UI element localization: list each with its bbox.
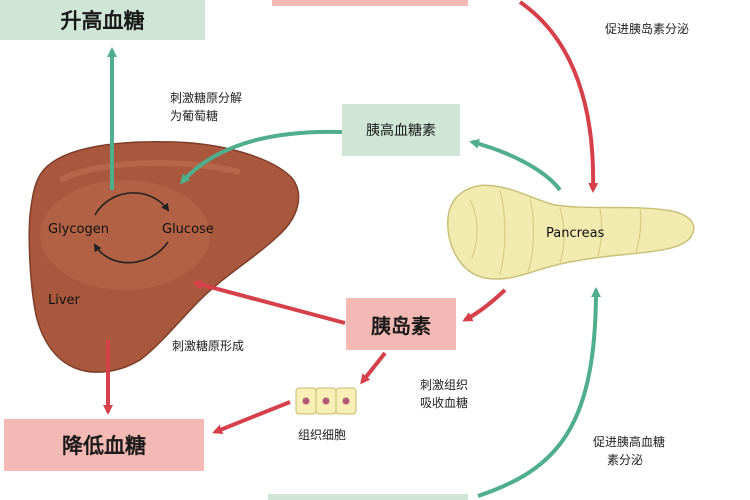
arrow-pancreas-to-insulin [462,288,507,322]
bottom-partial-box [268,494,468,500]
arrow-insulin-to-cells [360,351,387,385]
raise-glucose-box: 升高血糖 [0,0,205,40]
top-partial-box [272,0,468,6]
tissue-cells-label: 组织细胞 [298,428,347,442]
lower-glucose-box: 降低血糖 [4,419,204,471]
liver-text: Liver [48,293,80,308]
promote-glucagon-line2: 素分泌 [607,453,644,467]
promote-insulin-label: 促进胰岛素分泌 [605,22,690,36]
arrow-bottom-to-pancreas [477,287,601,498]
arrow-insulin-to-liver [192,279,346,325]
pancreas-text: Pancreas [546,226,605,241]
glycogen-text: Glycogen [48,222,109,237]
arrow-top-to-pancreas [518,0,599,193]
glycogenolysis-label-line2: 为葡萄糖 [170,109,219,123]
tissue-cells-graphic [295,387,357,415]
insulin-box: 胰岛素 [346,298,456,350]
cycle-arrow-bottom [93,241,169,264]
stimulate-tissue-line2: 吸收血糖 [420,396,469,410]
arrow-cells-to-lower [212,400,291,435]
arrow-glucagon-to-liver [180,129,343,185]
liver-highlight [58,159,241,183]
stimulate-tissue-line1: 刺激组织 [420,378,469,392]
glucagon-box: 胰高血糖素 [342,104,460,156]
glycogenesis-label: 刺激糖原形成 [172,339,245,353]
glucose-text: Glucose [162,222,214,237]
glycogenolysis-label-line1: 刺激糖原分解 [170,91,243,105]
promote-glucagon-line1: 促进胰高血糖 [593,435,666,449]
pancreas-lobules [469,189,642,276]
cycle-arrow-top [94,192,170,216]
insulin-label: 胰岛素 [371,313,431,338]
raise-glucose-label: 升高血糖 [60,9,145,33]
glucagon-label: 胰高血糖素 [366,123,436,139]
lower-glucose-label: 降低血糖 [62,434,146,458]
pancreas-shape [447,184,695,280]
arrow-pancreas-to-glucagon [469,138,562,192]
